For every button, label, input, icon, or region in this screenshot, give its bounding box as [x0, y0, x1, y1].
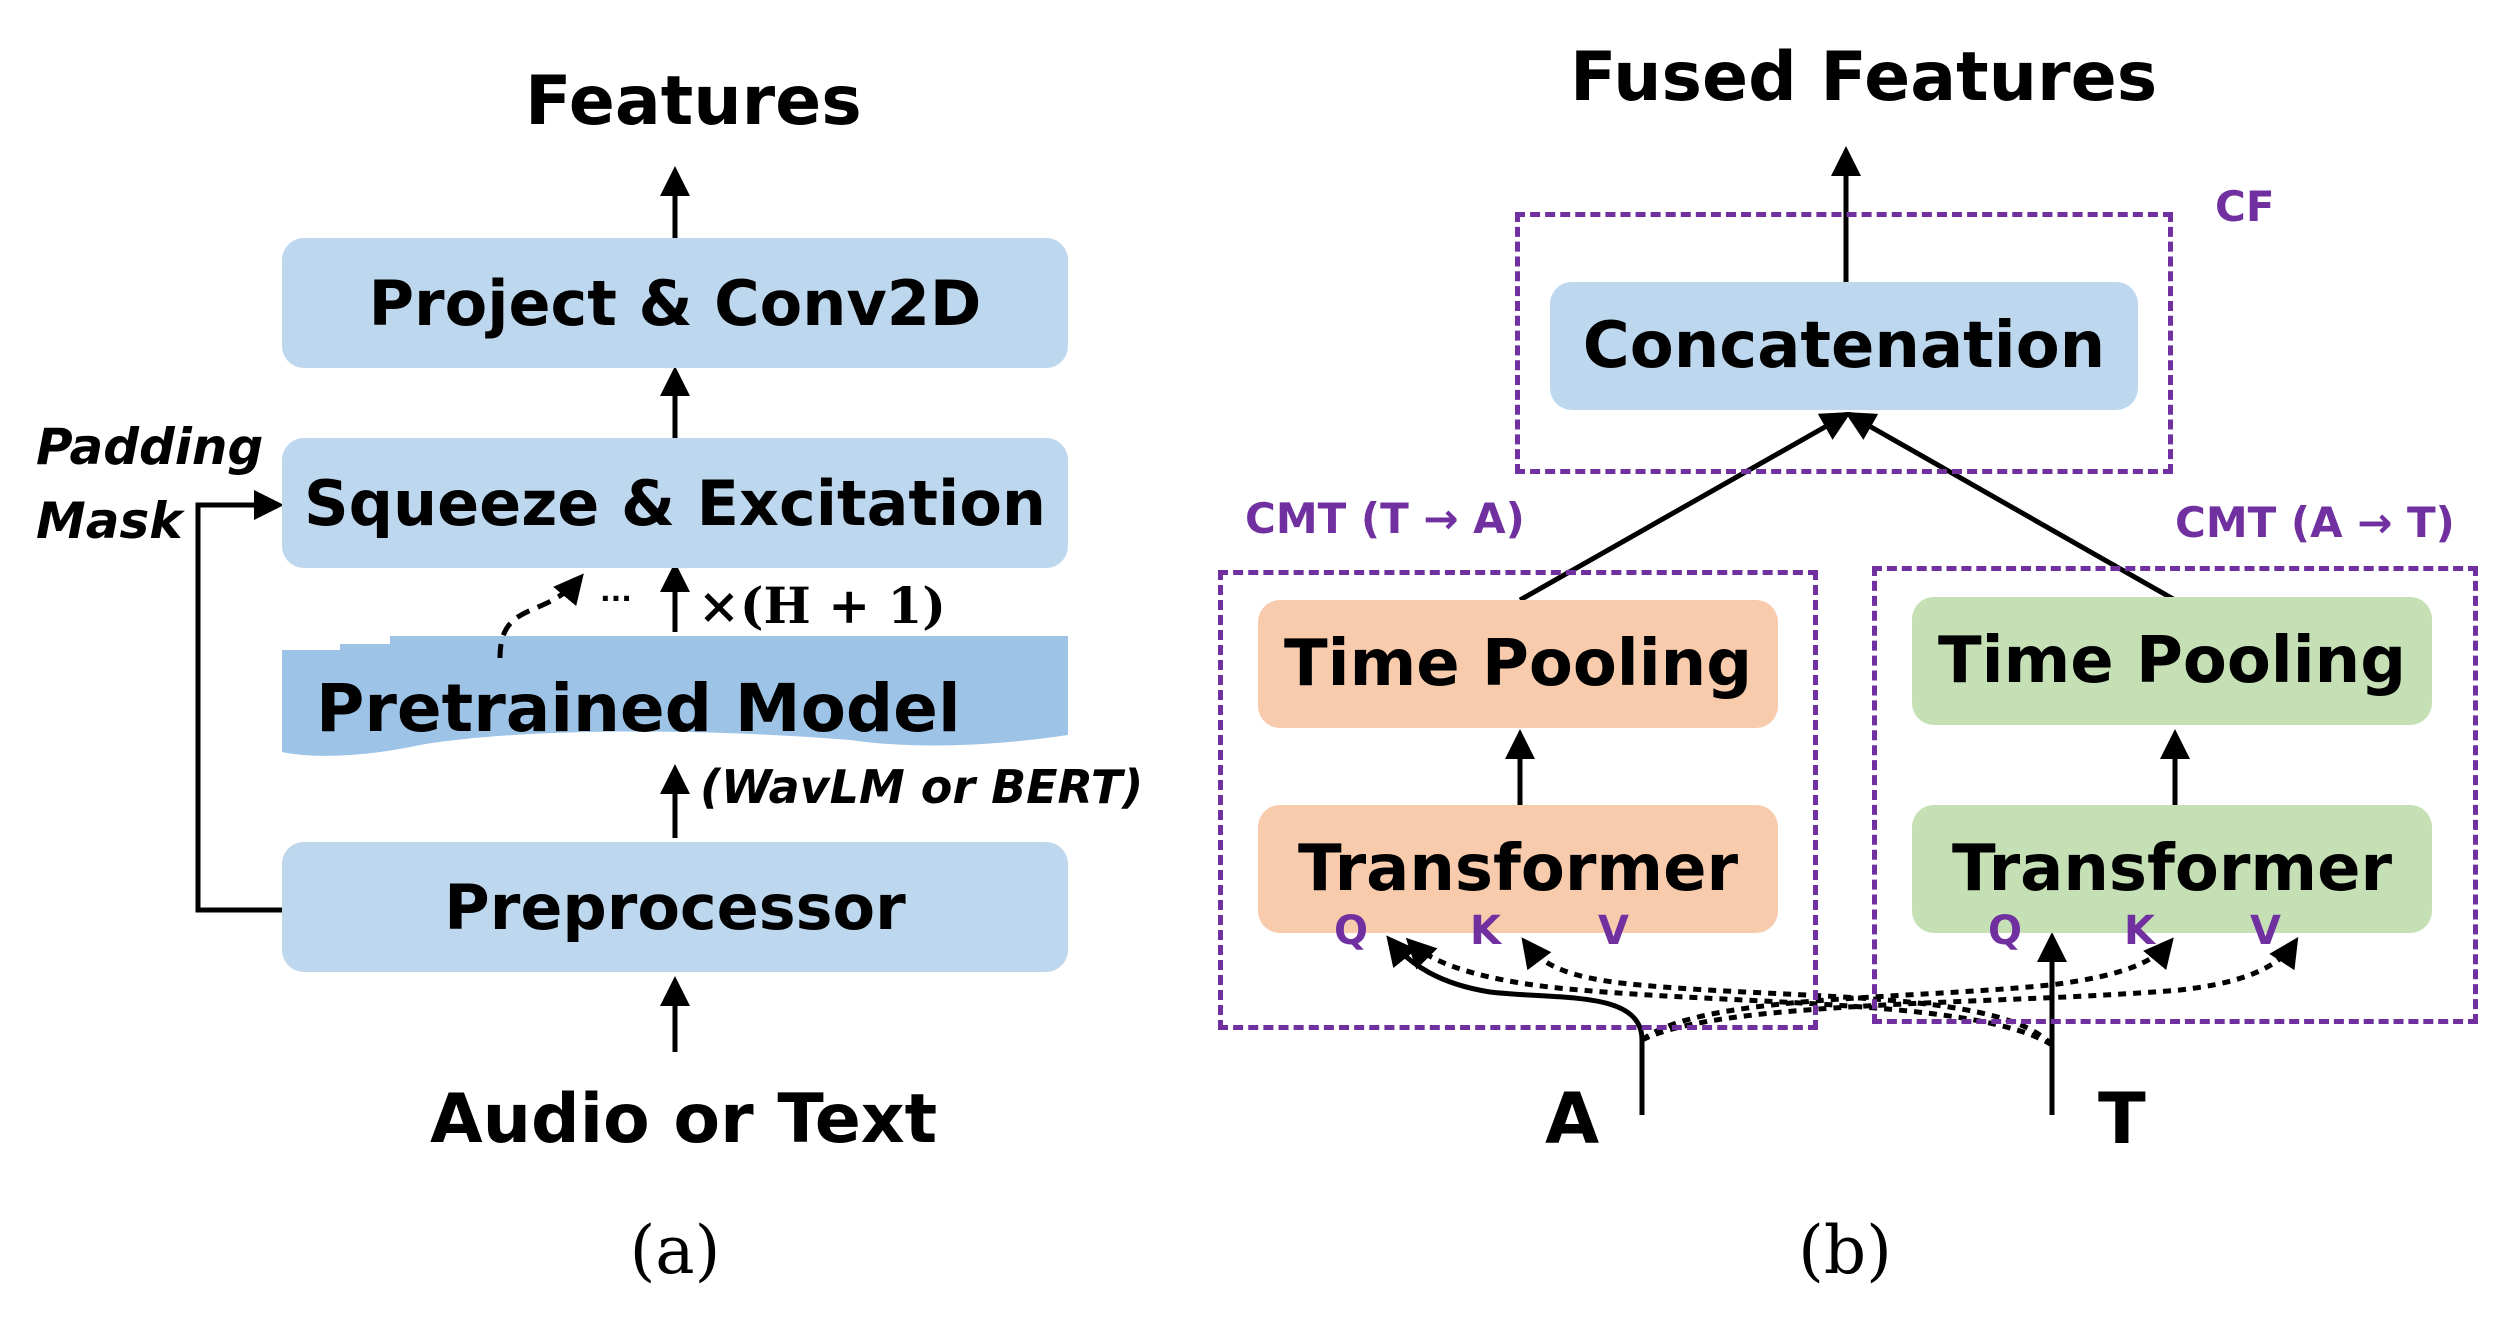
right-k-label: K — [2124, 908, 2155, 954]
concatenation-label: Concatenation — [1582, 309, 2106, 383]
a-to-right-k — [1640, 937, 2174, 1042]
squeeze-excitation-label: Squeeze & Excitation — [303, 466, 1047, 540]
input-a-label: A — [1545, 1078, 1600, 1160]
padding-mask-arrow — [195, 490, 284, 913]
project-conv2d-label: Project & Conv2D — [368, 266, 982, 340]
preprocessor-label: Preprocessor — [444, 870, 906, 944]
left-v-label: V — [1598, 908, 1629, 954]
right-transformer-label: Transformer — [1951, 832, 2393, 906]
repeat-count-label: ×(H + 1) — [698, 576, 946, 635]
arrow-hidden-states — [497, 573, 584, 659]
squeeze-excitation-block: Squeeze & Excitation — [282, 438, 1068, 568]
left-time-pooling-block: Time Pooling — [1258, 600, 1778, 728]
fused-features-title: Fused Features — [1570, 38, 2158, 117]
cmt-t-to-a-label: CMT (T → A) — [1245, 494, 1525, 543]
repeat-dots: ··· — [600, 582, 632, 615]
t-to-left-v — [1405, 937, 2054, 1048]
features-title: Features — [525, 62, 862, 141]
input-audio-text: Audio or Text — [430, 1080, 938, 1159]
left-k-label: K — [1470, 908, 1501, 954]
right-time-pooling-block: Time Pooling — [1912, 597, 2432, 725]
pretrained-model-shape — [282, 636, 1068, 756]
caption-a: (a) — [629, 1212, 721, 1289]
left-time-pooling-label: Time Pooling — [1283, 627, 1753, 701]
pretrained-model-note: (WavLM or BERT) — [700, 760, 1144, 814]
right-v-label: V — [2250, 908, 2281, 954]
left-transformer-block: Transformer — [1258, 805, 1778, 933]
preprocessor-block: Preprocessor — [282, 842, 1068, 972]
padding-mask-label-line1: Padding — [36, 418, 264, 476]
input-t-label: T — [2098, 1078, 2146, 1160]
concatenation-block: Concatenation — [1550, 282, 2138, 410]
right-transformer-block: Transformer — [1912, 805, 2432, 933]
left-q-label: Q — [1334, 908, 1369, 954]
cf-label: CF — [2215, 182, 2275, 231]
pretrained-model-label: Pretrained Model — [316, 670, 961, 747]
right-time-pooling-label: Time Pooling — [1937, 624, 2407, 698]
caption-b: (b) — [1798, 1212, 1892, 1289]
padding-mask-label-line2: Mask — [36, 492, 183, 550]
cmt-t-to-a-dashed-group — [1218, 570, 1818, 1030]
arrow-left-pool-to-concat — [1518, 412, 1852, 603]
right-q-label: Q — [1988, 908, 2023, 954]
left-transformer-label: Transformer — [1297, 832, 1739, 906]
cf-dashed-group — [1515, 212, 2173, 474]
cmt-a-to-t-dashed-group — [1872, 566, 2478, 1024]
cmt-a-to-t-label: CMT (A → T) — [2175, 498, 2455, 547]
t-to-left-k — [1521, 937, 2054, 1047]
project-conv2d-block: Project & Conv2D — [282, 238, 1068, 368]
